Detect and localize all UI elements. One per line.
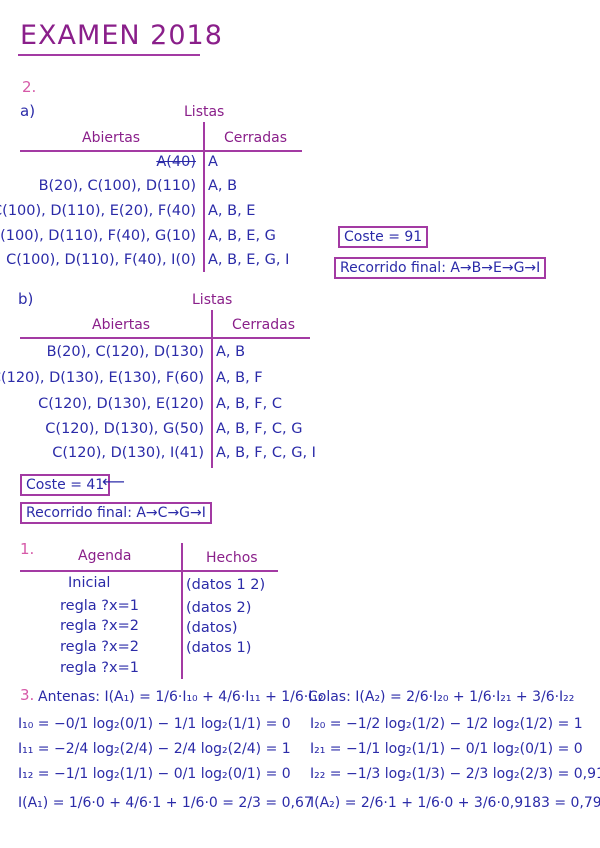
q3-left-line: I₁₂ = −1/1 log₂(1/1) − 0/1 log₂(0/1) = 0 [18,766,291,782]
q2b-row-abiertas: C(120), D(130), G(50) [45,421,204,437]
q2a-recorrido-box: Recorrido final: A→B→E→G→I [334,257,547,279]
q1-col-agenda: Agenda [78,548,132,564]
q3-right-line: I(A₂) = 2/6·1 + 1/6·0 + 3/6·0,9183 = 0,7… [310,795,600,811]
q2a-row-abiertas: B(20), C(100), D(110) [38,178,196,194]
q2-number: 2. [22,78,37,96]
arrow-left-icon: ⟵ [102,472,125,491]
q2a-row-cerradas: A, B [208,178,238,194]
q2a-row-abiertas: C(100), D(110), F(40), I(0) [6,252,196,268]
q2b-col-abiertas: Abiertas [92,317,151,333]
q1-row-hechos: (datos 1) [186,640,252,656]
q2a-label: a) [20,102,36,120]
page-title: EXAMEN 2018 [20,20,223,51]
q2a-row-abiertas: C(100), D(110), F(40), G(10) [0,228,196,244]
q2a-row-cerradas: A, B, E, G [208,228,276,244]
q2b-row-cerradas: A, B, F, C [216,396,282,412]
q2b-label: b) [18,290,34,308]
q2a-row-abiertas: A(40) [156,154,196,170]
q2a-col-abiertas: Abiertas [82,130,141,146]
q3-number: 3. [20,686,35,704]
q1-row-agenda: regla ?x=2 [60,618,139,634]
q2b-row-cerradas: A, B, F, C, G, I [216,445,316,461]
q1-row-hechos: (datos 1 2) [186,577,266,593]
q2b-row-cerradas: A, B [216,344,246,360]
q2b-row-cerradas: A, B, F, C, G [216,421,303,437]
q1-row-agenda: regla ?x=2 [60,639,139,655]
q1-row-agenda: Inicial [68,575,111,591]
q2a-table-header-line [20,150,302,152]
q2a-row-cerradas: A, B, E, G, I [208,252,290,268]
q1-row-hechos: (datos) [186,620,238,636]
q2b-recorrido-box: Recorrido final: A→C→G→I [20,502,212,524]
q2b-row-abiertas: B(20), C(120), D(130) [46,344,204,360]
q2a-coste-box: Coste = 91 [338,226,429,248]
q2b-row-cerradas: A, B, F [216,370,263,386]
q2b-table-divider [211,310,213,468]
q1-col-hechos: Hechos [206,550,258,566]
q3-left-line: I₁₀ = −0/1 log₂(0/1) − 1/1 log₂(1/1) = 0 [18,716,291,732]
q2b-row-abiertas: C(120), D(130), E(130), F(60) [0,370,204,386]
q1-table-divider [181,543,183,679]
q2a-table-divider [203,122,205,272]
q1-number: 1. [20,540,35,558]
q2b-row-abiertas: C(120), D(130), E(120) [38,396,204,412]
q1-row-hechos: (datos 2) [186,600,252,616]
q2b-col-cerradas: Cerradas [232,317,295,333]
q2b-table-header-line [20,337,310,339]
q3-right-line: I₂₁ = −1/1 log₂(1/1) − 0/1 log₂(0/1) = 0 [310,741,583,757]
q2b-coste-box: Coste = 41 [20,474,111,496]
q2a-row-cerradas: A [208,154,218,170]
q3-left-line: I₁₁ = −2/4 log₂(2/4) − 2/4 log₂(2/4) = 1 [18,741,291,757]
q2a-listas-heading: Listas [184,104,225,120]
q2a-row-cerradas: A, B, E [208,203,256,219]
q3-right-line: I₂₀ = −1/2 log₂(1/2) − 1/2 log₂(1/2) = 1 [310,716,583,732]
q2a-row-abiertas: C(100), D(110), E(20), F(40) [0,203,196,219]
q1-row-agenda: regla ?x=1 [60,660,139,676]
q3-right-line: I₂₂ = −1/3 log₂(1/3) − 2/3 log₂(2/3) = 0… [310,766,600,782]
q1-row-agenda: regla ?x=1 [60,598,139,614]
q3-left-line: I(A₁) = 1/6·0 + 4/6·1 + 1/6·0 = 2/3 = 0,… [18,795,313,811]
q2b-row-abiertas: C(120), D(130), I(41) [52,445,204,461]
q3-right-line: Colas: I(A₂) = 2/6·I₂₀ + 1/6·I₂₁ + 3/6·I… [308,689,575,705]
title-underline [18,54,200,56]
q1-table-header-line [20,570,278,572]
q2b-listas-heading: Listas [192,292,233,308]
q3-left-line: Antenas: I(A₁) = 1/6·I₁₀ + 4/6·I₁₁ + 1/6… [38,689,324,705]
q2a-col-cerradas: Cerradas [224,130,287,146]
